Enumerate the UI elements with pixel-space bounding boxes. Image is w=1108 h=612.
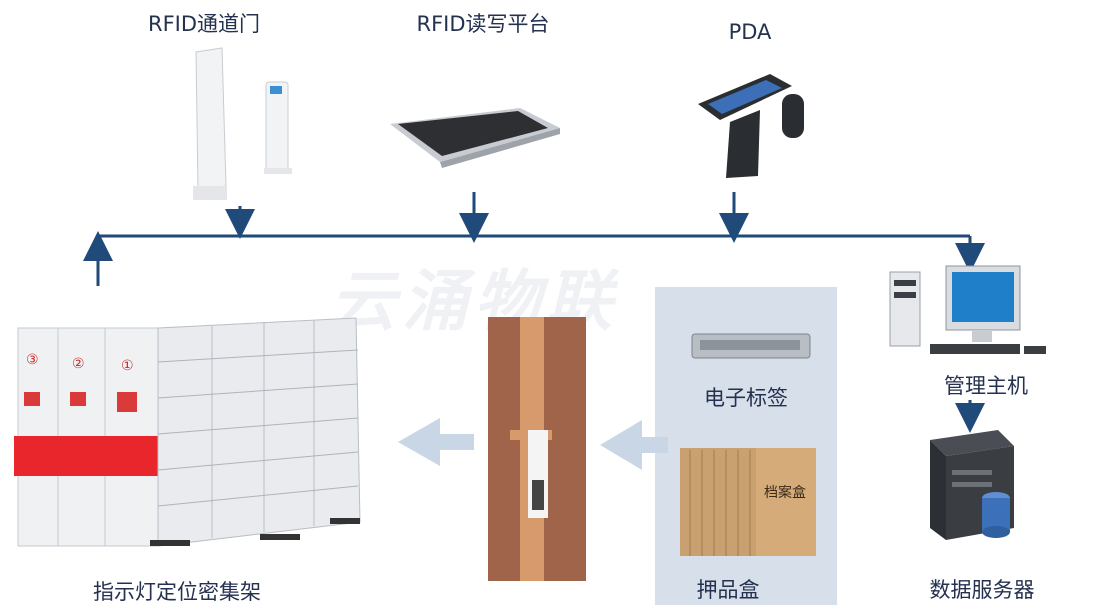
host-computer-icon <box>889 265 1046 354</box>
document-box-icon <box>680 448 816 556</box>
rfid-gate-icon <box>193 47 292 200</box>
tagged-box-photo <box>488 317 586 581</box>
rfid-gate-label: RFID通道门 <box>147 12 261 36</box>
shelf-number-1: ① <box>121 358 134 374</box>
server-icon <box>930 430 1014 540</box>
shelf-label: 指示灯定位密集架 <box>93 580 261 604</box>
tag-label: 电子标签 <box>704 386 788 410</box>
shelf-number-3: ③ <box>26 352 39 368</box>
tagged-to-shelf-arrow <box>398 418 474 466</box>
box-to-tagged-arrow <box>600 420 668 470</box>
box-print-text: 档案盒 <box>764 485 806 501</box>
rfid-platform-label: RFID读写平台 <box>416 12 550 36</box>
pda-icon <box>698 74 804 178</box>
shelf-number-2: ② <box>72 356 85 372</box>
rfid-platform-icon <box>390 108 560 168</box>
box-label: 押品盒 <box>696 578 760 602</box>
rfid-tag-icon <box>691 333 811 359</box>
server-label: 数据服务器 <box>929 578 1035 602</box>
shelf-icon <box>14 317 361 547</box>
host-label: 管理主机 <box>944 374 1028 398</box>
pda-label: PDA <box>728 20 772 44</box>
